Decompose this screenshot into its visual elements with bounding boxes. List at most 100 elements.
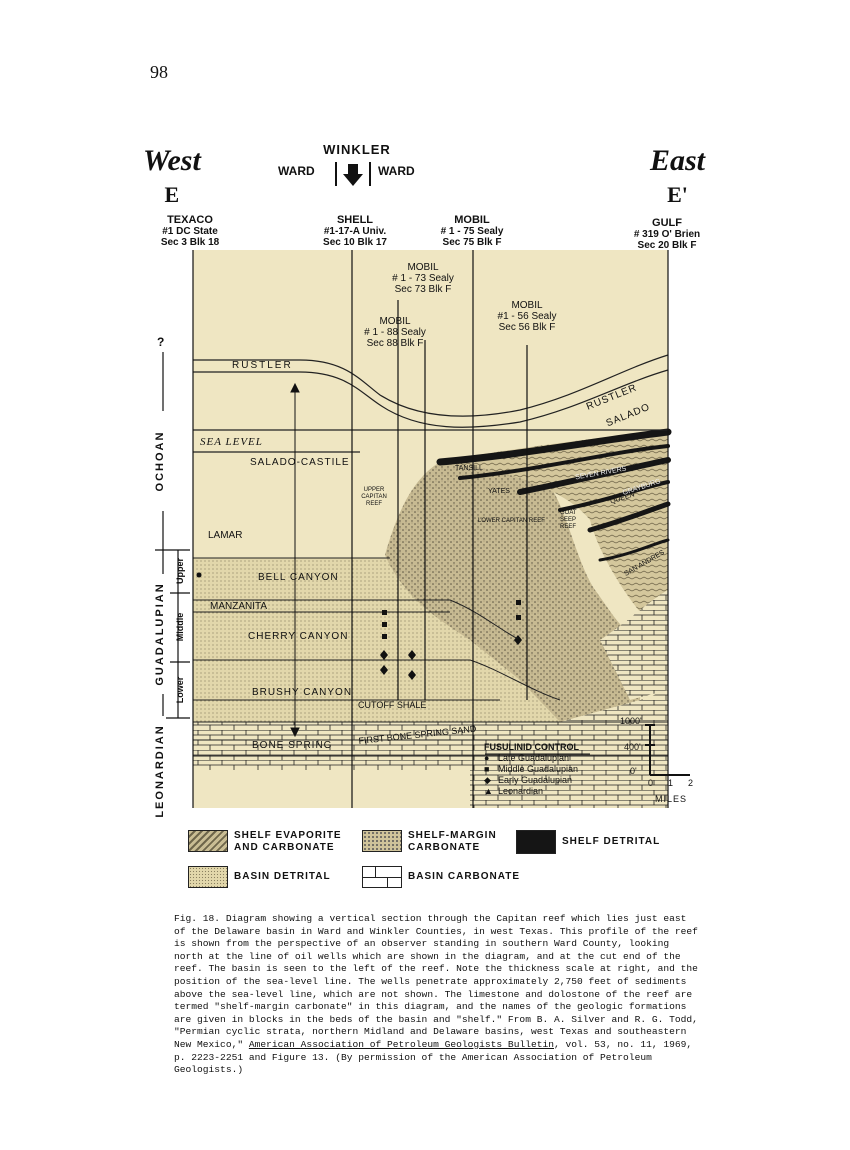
formation-label-rustler: RUSTLER	[232, 360, 293, 371]
legend-label-basin-detrital: BASIN DETRITAL	[234, 871, 331, 882]
well-operator: MOBIL	[379, 316, 411, 327]
scale-label-400: 400'	[624, 742, 641, 752]
well-number: #1 - 56 Sealy	[497, 311, 557, 322]
county-label-winkler: WINKLER	[323, 142, 391, 157]
well-location: Sec 56 Blk F	[498, 322, 556, 333]
legend-swatch-basin-detrital	[188, 866, 228, 888]
well-header-shell: SHELL #1-17-A Univ. Sec 10 Blk 17	[315, 215, 395, 249]
legend-swatch-shelf-detrital	[516, 830, 556, 854]
legend-swatch-shelf-evaporite	[188, 830, 228, 852]
triangle-icon: ▲	[484, 786, 493, 796]
scale-label-0mi: 0	[648, 778, 654, 788]
scale-label-1000: 1000'	[620, 716, 642, 726]
well-location: Sec 88 Blk F	[366, 338, 424, 349]
well-number: # 1 - 75 Sealy	[440, 226, 504, 237]
fusulinid-item: ▲ Leonardian	[484, 786, 579, 797]
well-header-mobil-88: MOBIL # 1 - 88 Sealy Sec 88 Blk F	[360, 316, 430, 349]
well-operator: MOBIL	[454, 214, 490, 226]
fusulinid-item-label: Late Guadalupian	[498, 753, 570, 763]
fusulinid-markers	[196, 572, 522, 680]
well-lines	[192, 250, 669, 808]
shelf-detrital-bands	[436, 428, 672, 562]
well-operator: MOBIL	[511, 300, 543, 311]
well-number: # 1 - 88 Sealy	[364, 327, 426, 338]
formation-label-yates: YATES	[488, 488, 510, 495]
legend-line: SHELF-MARGIN	[408, 830, 497, 841]
well-header-texaco: TEXACO #1 DC State Sec 3 Blk 18	[150, 214, 230, 249]
formation-label-lamar: LAMAR	[208, 530, 243, 541]
scale-label-2mi: 2	[688, 778, 694, 788]
well-location: Sec 73 Blk F	[394, 284, 452, 295]
well-header-mobil-73: MOBIL # 1 - 73 Sealy Sec 73 Blk F	[388, 262, 458, 295]
fusulinid-title: FUSULINID CONTROL	[484, 742, 579, 752]
fusulinid-item-label: Early Guadalupian	[498, 775, 573, 785]
shelf-margin-reef-body	[385, 462, 640, 722]
scale-label-0ft: 0'	[630, 766, 637, 776]
shelf-basin-carbonate-right	[560, 690, 668, 808]
legend-line: SHELF EVAPORITE	[234, 830, 342, 841]
formation-label-upper-capitan-reef: UPPER CAPITAN REEF	[361, 487, 387, 507]
legend-label-shelf-detrital: SHELF DETRITAL	[562, 836, 661, 847]
county-label-ward-right: WARD	[378, 164, 415, 178]
fusulinid-item-label: Leonardian	[498, 786, 544, 796]
scale-label-1mi: 1	[668, 778, 674, 788]
shelf-evaporite-area	[440, 430, 668, 640]
well-number: #1 DC State	[162, 226, 218, 237]
strat-label-ochoan: OCHOAN	[154, 411, 166, 511]
formation-label-bell-canyon: BELL CANYON	[258, 572, 339, 583]
well-number: # 1 - 73 Sealy	[392, 273, 454, 284]
county-boundary-arrow-icon	[335, 162, 371, 186]
caption-journal: American Association of Petroleum Geolog…	[248, 1038, 554, 1050]
well-header-mobil-56: MOBIL #1 - 56 Sealy Sec 56 Blk F	[492, 300, 562, 333]
strat-label-lower: Lower	[175, 676, 185, 704]
well-location: Sec 75 Blk F	[442, 237, 502, 248]
west-label-text: West	[143, 144, 201, 177]
formation-label-sea-level: SEA LEVEL	[200, 436, 263, 448]
formation-label-bone-spring: BONE SPRING	[252, 740, 333, 751]
formation-label-cutoff-shale: CUTOFF SHALE	[358, 700, 427, 710]
east-label: East E'	[650, 146, 705, 210]
formation-label-brushy-canyon: BRUSHY CANYON	[252, 687, 353, 698]
strat-label-guadalupian: GUADALUPIAN	[154, 574, 166, 694]
formation-label-cherry-canyon: CHERRY CANYON	[248, 631, 349, 642]
thickness-scale-bar	[645, 724, 690, 776]
well-header-mobil-75: MOBIL # 1 - 75 Sealy Sec 75 Blk F	[432, 214, 512, 249]
legend-swatch-basin-carbonate	[362, 866, 402, 888]
basin-bed-lines	[193, 557, 668, 757]
west-section-letter: E	[164, 182, 180, 207]
legend-label-shelf-margin: SHELF-MARGIN CARBONATE	[408, 830, 497, 854]
strat-label-middle: Middle	[175, 612, 185, 642]
west-label: West E	[143, 146, 201, 210]
well-operator: GULF	[652, 217, 682, 229]
thickness-arrows	[290, 382, 300, 738]
well-operator: MOBIL	[407, 262, 439, 273]
diamond-icon: ◆	[484, 775, 491, 785]
formation-label-lower-capitan-reef: LOWER CAPITAN REEF	[478, 518, 545, 524]
caption-citation: , vol. 53, no. 11, 1969, p. 2223-2251 an…	[174, 1038, 698, 1076]
well-location: Sec 10 Blk 17	[323, 237, 387, 248]
strat-label-upper: Upper	[175, 558, 185, 585]
scale-label-miles: MILES	[655, 794, 688, 804]
fusulinid-item: ■Middle Guadalupian	[484, 764, 579, 775]
strat-label-question: ?	[157, 335, 165, 349]
legend-label-basin-carbonate: BASIN CARBONATE	[408, 871, 521, 882]
well-location: Sec 3 Blk 18	[160, 237, 220, 248]
fusulinid-item-label: Middle Guadalupian	[498, 764, 579, 774]
rustler-salado-contacts	[193, 354, 669, 453]
basin-detrital-body	[193, 558, 560, 722]
east-label-text: East	[650, 144, 706, 177]
well-operator: TEXACO	[167, 214, 213, 226]
legend-line: CARBONATE	[408, 842, 481, 853]
well-location: Sec 20 Blk F	[637, 240, 697, 251]
fusulinid-item: ◆ Early Guadalupian	[484, 775, 579, 786]
page-number: 98	[150, 62, 168, 82]
well-number: #1-17-A Univ.	[323, 226, 387, 237]
legend-label-shelf-evaporite: SHELF EVAPORITE AND CARBONATE	[234, 830, 342, 854]
fusulinid-item: ● Late Guadalupian	[484, 753, 579, 764]
bone-spring-basin-carbonate	[193, 722, 668, 808]
legend-swatch-shelf-margin	[362, 830, 402, 852]
circle-icon: ●	[484, 753, 490, 763]
east-section-letter: E'	[667, 182, 688, 207]
strat-label-leonardian: LEONARDIAN	[154, 716, 166, 826]
